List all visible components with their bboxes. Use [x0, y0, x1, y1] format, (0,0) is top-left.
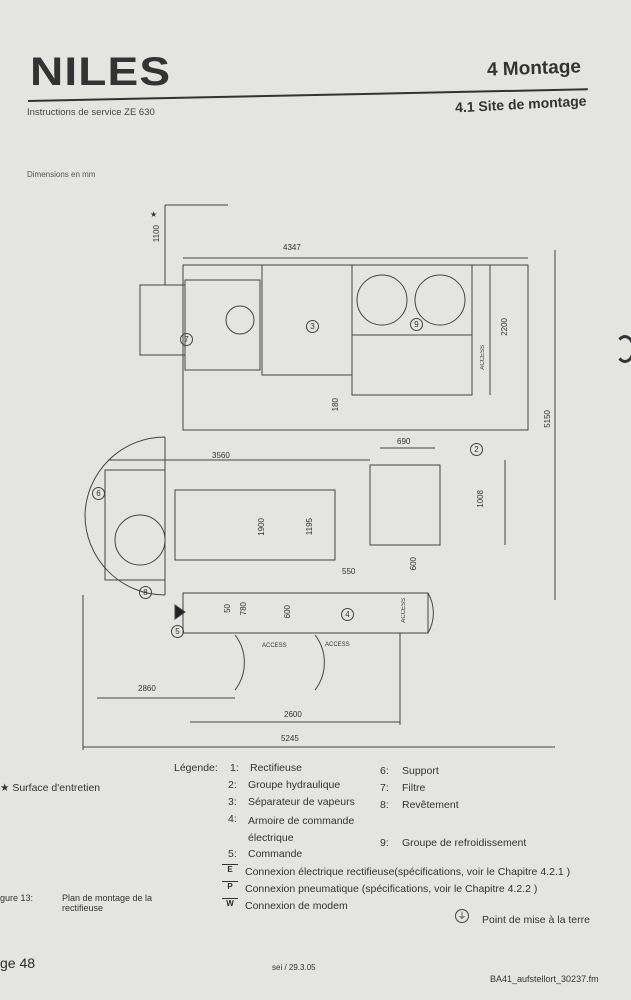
dim-600-b: 600: [283, 605, 292, 619]
legend-num: 9:: [380, 837, 389, 849]
dim-2200: 2200: [500, 318, 509, 336]
hydraulic-unit-2: [369, 464, 441, 546]
electric-connection-icon: E: [222, 864, 238, 874]
legend-num: 6:: [380, 765, 389, 777]
access-arc-1: [234, 634, 245, 691]
lower-cooling: [351, 334, 473, 396]
dim-2600: 2600: [284, 710, 302, 719]
dim-1195: 1195: [305, 518, 314, 536]
dim-690: 690: [397, 437, 411, 446]
legend-num: 7:: [380, 782, 389, 794]
grinder-1: [174, 489, 336, 561]
marker-4: 4: [341, 608, 354, 621]
modem-connection-icon: W: [222, 898, 238, 908]
legend-num: 1:: [230, 762, 239, 774]
legend-title: Légende:: [174, 762, 218, 774]
dim-1008: 1008: [476, 490, 485, 508]
round-part: [225, 305, 255, 335]
legend-num: 4:: [228, 813, 237, 825]
dim-4347: 4347: [283, 243, 301, 252]
niles-logo: NILES: [30, 50, 172, 94]
cabinet-4: [182, 592, 429, 634]
box-7: [184, 279, 261, 371]
legend-item: Rectifieuse: [250, 762, 302, 774]
upper-outline: [182, 264, 529, 431]
legend-connection: Connexion pneumatique (spécifications, v…: [245, 883, 538, 895]
dim-780: 780: [239, 602, 248, 616]
dim-3560: 3560: [212, 451, 230, 460]
footer-date: sei / 29.3.05: [272, 963, 316, 972]
legend-num: 5:: [228, 848, 237, 860]
star-marker: ★: [150, 210, 158, 219]
dim-550: 550: [342, 567, 356, 576]
legend-item: Groupe hydraulique: [248, 779, 341, 791]
legend-item: Séparateur de vapeurs: [248, 796, 355, 808]
rotary-table: [114, 514, 166, 566]
units-note: Dimensions en mm: [27, 170, 96, 179]
legend-num: 8:: [380, 799, 389, 811]
pneumatic-connection-icon: P: [222, 881, 238, 891]
ground-icon: ⏚: [455, 909, 469, 923]
legend-num: 2:: [228, 779, 237, 791]
page-number: ge 48: [0, 955, 36, 971]
marker-9: 9: [410, 318, 423, 331]
dim-5150: 5150: [543, 410, 552, 428]
dim-1900: 1900: [257, 518, 266, 536]
door-arc: [427, 592, 434, 634]
dim-2860: 2860: [138, 684, 156, 693]
legend-num: 3:: [228, 796, 237, 808]
access-label: ACCESS: [325, 642, 350, 648]
dim-180: 180: [331, 398, 340, 412]
maintenance-note: ★ Surface d'entretien: [0, 782, 101, 794]
dim-5245: 5245: [281, 734, 299, 743]
document-subtitle: Instructions de service ZE 630: [27, 107, 155, 118]
dim-1100: 1100: [152, 225, 161, 243]
legend-connection: Connexion de modem: [245, 900, 348, 912]
legend-item: Commande: [248, 848, 303, 860]
marker-8: 8: [139, 586, 152, 599]
dim-50: 50: [223, 604, 232, 613]
figure-caption: Plan de montage de la rectifieuse: [62, 893, 153, 913]
legend-item: Filtre: [402, 782, 426, 794]
access-label: ACCESS: [401, 598, 407, 623]
access-label: ACCESS: [262, 643, 287, 649]
marker-5: 5: [171, 625, 184, 638]
legend-item: Armoire de commande électrique: [248, 815, 355, 844]
legend-item: Support: [402, 765, 439, 777]
swing-arc-left: [84, 436, 166, 596]
tank-2: [414, 274, 466, 326]
access-arc-2: [314, 634, 325, 691]
marker-6: 6: [92, 487, 105, 500]
support-6: [104, 469, 166, 581]
access-label: ACCESS: [480, 345, 486, 370]
legend-connection: Connexion électrique rectifieuse(spécifi…: [245, 866, 571, 878]
figure-number: gure 13:: [0, 893, 34, 903]
marker-7: 7: [180, 333, 193, 346]
control-5-arrow: [174, 604, 186, 620]
tank-1: [356, 274, 408, 326]
marker-2: 2: [470, 443, 483, 456]
footer-file: BA41_aufstellort_30237.fm: [490, 974, 599, 984]
filter-box: [139, 284, 186, 356]
dim-600-a: 600: [409, 557, 418, 571]
legend-item: Groupe de refroidissement: [402, 837, 527, 849]
binder-hole: [615, 335, 631, 363]
box-3: [261, 264, 353, 376]
marker-3: 3: [306, 320, 319, 333]
legend-item: Revêtement: [402, 799, 459, 811]
ground-label: Point de mise à la terre: [482, 914, 590, 926]
